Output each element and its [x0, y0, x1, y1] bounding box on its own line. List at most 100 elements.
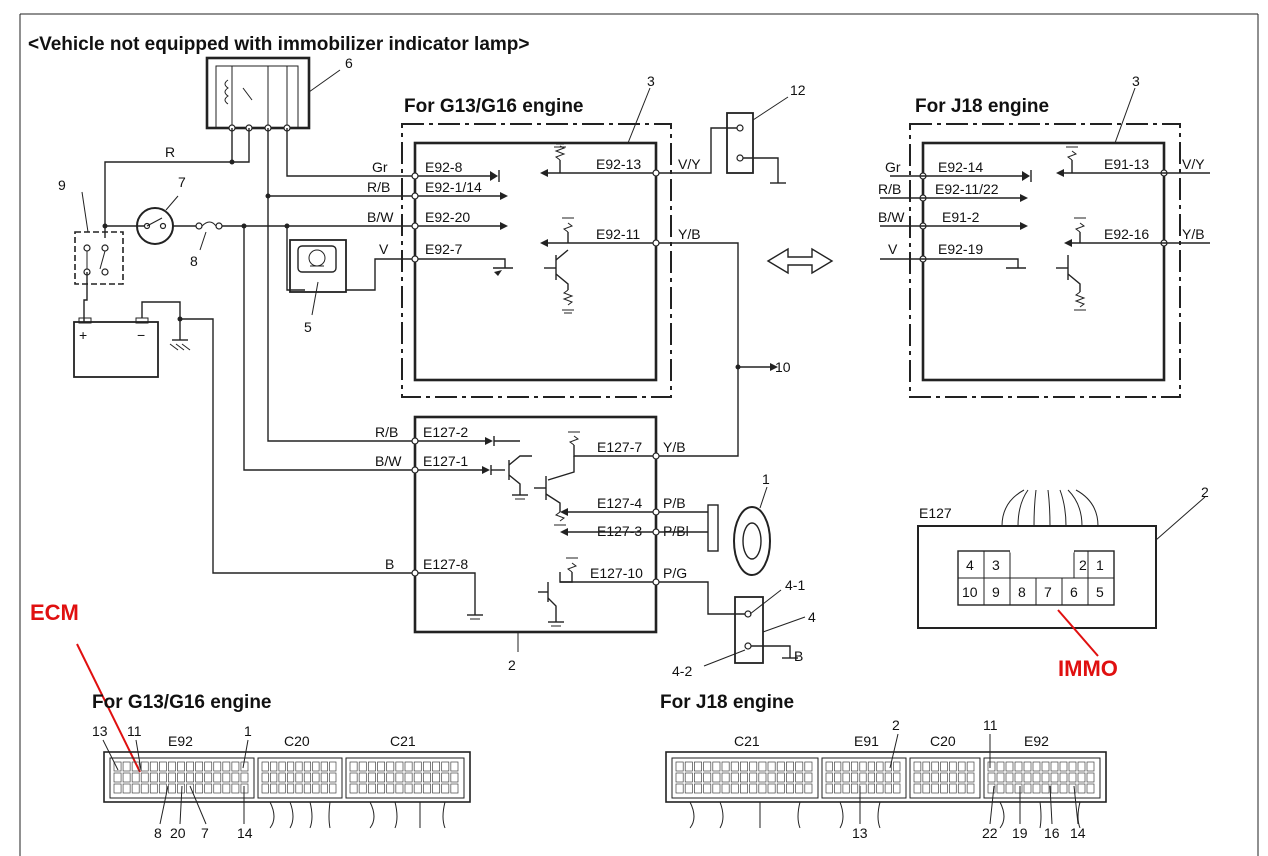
connector-cavity [213, 783, 222, 794]
connector-cavity [140, 783, 149, 794]
conn-label-c21: C21 [390, 733, 416, 749]
connector-cavity [358, 761, 367, 772]
e127-pin: 5 [1096, 584, 1104, 600]
conn-label-e92: E92 [1024, 733, 1049, 749]
immo-wire-bw: B/W [375, 453, 402, 469]
connector-cavity [349, 772, 358, 783]
connector-cavity [270, 772, 278, 783]
component-5: 5 [289, 239, 347, 335]
connector-cavity [413, 783, 422, 794]
connector-cavity [149, 783, 158, 794]
g13-pin-callout: 1 [244, 723, 252, 739]
battery: + − [73, 317, 159, 378]
connector-cavity [377, 772, 386, 783]
connector-cavity [922, 761, 931, 772]
connector-cavity [158, 783, 167, 794]
connector-cavity [795, 772, 804, 783]
connector-cavity [386, 761, 395, 772]
connector-cavity [694, 783, 702, 794]
connector-cavity [113, 761, 122, 772]
connector-cavity [213, 772, 222, 783]
connector-cavity [270, 783, 278, 794]
terminal-j18-e92-16: E92-16 [1104, 226, 1149, 242]
connector-cavity [303, 783, 312, 794]
j18-pin-callout: 2 [892, 717, 900, 733]
ecm-j18-box [921, 141, 1166, 382]
callout-2-module: 2 [508, 657, 516, 673]
terminal-e127-1: E127-1 [423, 453, 468, 469]
connector-cavity [113, 772, 122, 783]
connector-cavity [441, 772, 450, 783]
e127-connector: E127 2 4 3 2 1 10 9 8 7 6 5 [917, 484, 1209, 629]
connector-cavity [329, 772, 337, 783]
connector-cavity [957, 761, 966, 772]
connector-cavity [320, 761, 328, 772]
connector-cavity [957, 772, 966, 783]
terminal-e92-13: E92-13 [596, 156, 641, 172]
connector-cavity [177, 761, 185, 772]
connector-cavity [222, 783, 231, 794]
connector-cavity [186, 783, 194, 794]
e127-pin: 9 [992, 584, 1000, 600]
connector-cavity [859, 761, 867, 772]
connector-cavity [694, 772, 702, 783]
connector-cavity [131, 783, 140, 794]
connector-cavity [675, 783, 684, 794]
connector-cavity [850, 772, 859, 783]
connector-cavity [1032, 761, 1041, 772]
heading-g13-connector: For G13/G16 engine [92, 692, 272, 713]
terminal-j18-e92-14: E92-14 [938, 159, 983, 175]
connector-cavity [1077, 772, 1086, 783]
connector-cavity [876, 783, 884, 794]
connector-cavity [395, 761, 404, 772]
connector-cavity [721, 761, 730, 772]
connector-cavity [834, 783, 842, 794]
connector-cavity [377, 761, 386, 772]
connector-cavity [204, 783, 213, 794]
connector-cavity [703, 761, 712, 772]
connector-cavity [413, 772, 422, 783]
connector-cavity [740, 772, 748, 783]
connector-cavity [1086, 761, 1095, 772]
connector-cavity [712, 761, 721, 772]
callout-4-1: 4-1 [785, 577, 805, 593]
callout-3-j18: 3 [1132, 73, 1140, 89]
connector-cavity [441, 761, 450, 772]
connector-cavity [867, 783, 876, 794]
connector-cavity [859, 783, 867, 794]
callout-8: 8 [190, 253, 198, 269]
connector-cavity [303, 761, 312, 772]
terminal-e127-10: E127-10 [590, 565, 643, 581]
connector-cavity [867, 761, 876, 772]
immo-pointer [1057, 609, 1099, 657]
connector-cavity [404, 783, 413, 794]
connector-cavity [1041, 772, 1050, 783]
connector-cavity [149, 772, 158, 783]
connector-cavity [1059, 772, 1068, 783]
connector-cavity [834, 761, 842, 772]
g13-pin-callout: 7 [201, 825, 209, 841]
connector-cavity [222, 761, 231, 772]
connector-cavity [949, 772, 957, 783]
connector-cavity [113, 783, 122, 794]
connector-cavity [261, 772, 269, 783]
connector-cavity [931, 761, 939, 772]
connector-cavity [413, 761, 422, 772]
connector-cavity [320, 772, 328, 783]
connector-cavity [795, 783, 804, 794]
connector-cavity [804, 772, 813, 783]
connector-cavity [432, 772, 441, 783]
connector-cavity [349, 761, 358, 772]
connector-cavity [186, 772, 194, 783]
j18-wire-gr: Gr [885, 159, 901, 175]
connector-cavity [949, 783, 957, 794]
connector-cavity [1023, 772, 1032, 783]
connector-cavity [312, 761, 320, 772]
connector-cavity [949, 761, 957, 772]
ecm-j18-outer [909, 123, 1181, 398]
connector-cavity [168, 783, 176, 794]
connector-cavity [295, 761, 303, 772]
connector-cavity [1041, 783, 1050, 794]
callout-4-2: 4-2 [672, 663, 692, 679]
j18-wire-vy: V/Y [1182, 156, 1205, 172]
